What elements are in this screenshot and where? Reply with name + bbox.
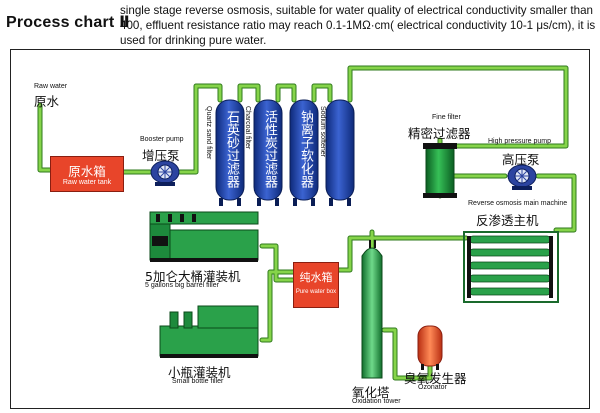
charcoal-filter-cn: 活性炭过滤器 bbox=[262, 110, 277, 188]
high-pressure-pump-cn: 高压泵 bbox=[502, 152, 540, 167]
ozonator-en: Ozonator bbox=[418, 384, 447, 391]
quartz-sand-filter-cn: 石英砂过滤器 bbox=[224, 110, 239, 188]
charcoal-filter bbox=[253, 99, 283, 206]
pure-water-box-cn: 纯水箱 bbox=[299, 271, 333, 284]
fine-filter bbox=[423, 143, 457, 198]
big-barrel-filler-en: 5 gallons big barrel filler bbox=[145, 282, 219, 289]
raw-water-tank: 原水箱 Raw water tank bbox=[50, 156, 124, 192]
process-description: single stage reverse osmosis, suitable f… bbox=[120, 4, 596, 47]
ozonator-cn: 臭氧发生器 bbox=[404, 371, 467, 386]
ozonator bbox=[417, 325, 443, 370]
fine-filter-en: Fine filter bbox=[432, 114, 461, 121]
high-pressure-pump-icon bbox=[507, 164, 537, 190]
small-bottle-filler-en: Small bottle filler bbox=[172, 378, 224, 385]
fine-filter-cn: 精密过滤器 bbox=[408, 126, 471, 141]
sodium-softener bbox=[289, 99, 319, 206]
oxidation-tower bbox=[361, 240, 383, 379]
sodium-softener-2 bbox=[325, 99, 355, 206]
raw-water-tank-en: Raw water tank bbox=[62, 179, 112, 186]
small-bottle-filler-cn: 小瓶灌装机 bbox=[168, 365, 231, 380]
ro-main-machine-en: Reverse osmosis main machine bbox=[468, 200, 568, 207]
pure-water-box-en: Pure water box bbox=[295, 289, 337, 295]
sodium-softener-cn: 钠离子软化器 bbox=[298, 110, 313, 188]
pure-water-box: 纯水箱 Pure water box bbox=[293, 262, 339, 308]
oxidation-tower-cn: 氧化塔 bbox=[352, 385, 390, 400]
charcoal-filter-en: Charcoal filter bbox=[244, 106, 251, 150]
big-barrel-filler-cn: 5加仑大桶灌装机 bbox=[145, 269, 241, 284]
ro-main-machine-cn: 反渗透主机 bbox=[476, 213, 539, 228]
booster-pump-icon bbox=[150, 160, 180, 186]
raw-water-en: Raw water bbox=[34, 83, 68, 90]
big-barrel-filler bbox=[149, 211, 259, 262]
oxidation-tower-en: Oxidation tower bbox=[352, 398, 401, 405]
ro-main-machine bbox=[463, 231, 559, 303]
raw-water-tank-cn: 原水箱 bbox=[68, 164, 106, 179]
raw-water-cn: 原水 bbox=[34, 94, 60, 109]
booster-pump-en: Booster pump bbox=[140, 136, 184, 143]
high-pressure-pump-en: High pressure pump bbox=[488, 138, 552, 145]
sodium-softener-en: Sodium softener bbox=[319, 106, 326, 157]
quartz-sand-filter-en: Quartz sand filter bbox=[205, 106, 212, 160]
quartz-sand-filter bbox=[215, 99, 245, 206]
small-bottle-filler bbox=[159, 305, 259, 358]
page-title: Process chart Ⅱ bbox=[6, 14, 130, 31]
booster-pump-cn: 增压泵 bbox=[142, 148, 180, 163]
pipes bbox=[37, 65, 577, 381]
